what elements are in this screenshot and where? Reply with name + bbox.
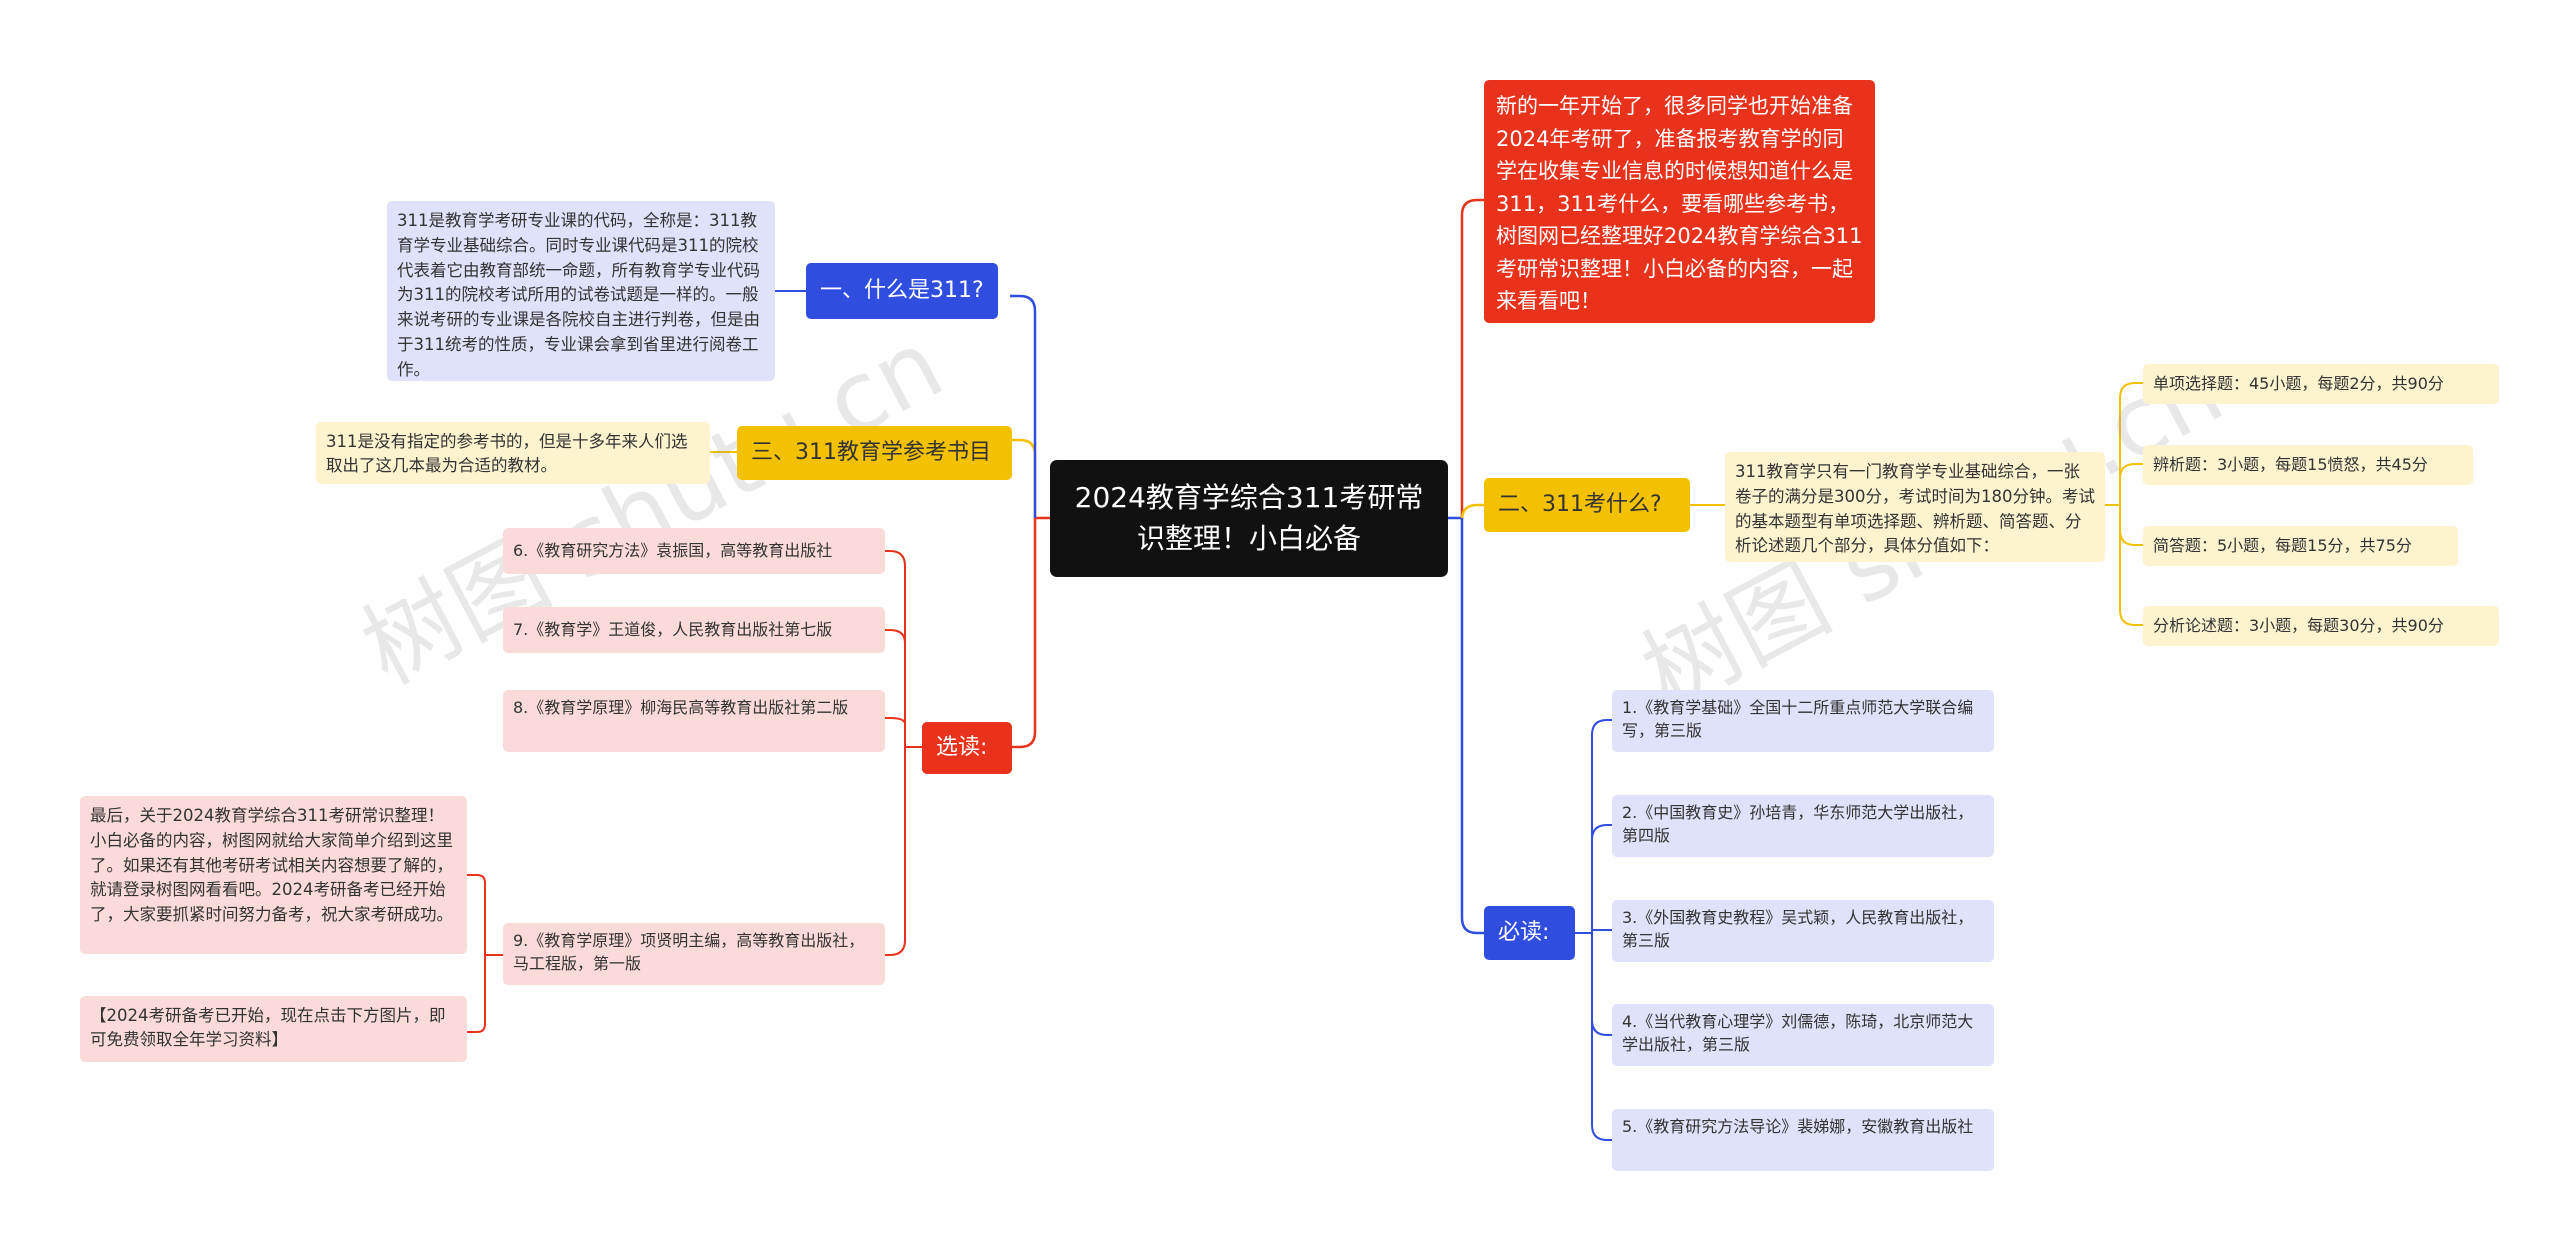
exam-content-detail[interactable]: 311教育学只有一门教育学专业基础综合，一张卷子的满分是300分，考试时间为18…	[1725, 452, 2105, 562]
required-item-3[interactable]: 3.《外国教育史教程》吴式颖，人民教育出版社，第三版	[1612, 900, 1994, 962]
required-item-2[interactable]: 2.《中国教育史》孙培青，华东师范大学出版社，第四版	[1612, 795, 1994, 857]
elective-item-6[interactable]: 6.《教育研究方法》袁振国，高等教育出版社	[503, 528, 885, 574]
branch-reference-books[interactable]: 三、311教育学参考书目	[737, 426, 1012, 480]
required-item-5[interactable]: 5.《教育研究方法导论》裴娣娜，安徽教育出版社	[1612, 1109, 1994, 1171]
elective-item-7[interactable]: 7.《教育学》王道俊，人民教育出版社第七版	[503, 607, 885, 653]
what-is-311-detail[interactable]: 311是教育学考研专业课的代码，全称是：311教育学专业基础综合。同时专业课代码…	[387, 201, 775, 381]
promo-note[interactable]: 【2024考研备考已开始，现在点击下方图片，即可免费领取全年学习资料】	[80, 996, 467, 1062]
branch-required-reading[interactable]: 必读:	[1484, 906, 1575, 960]
branch-exam-content[interactable]: 二、311考什么?	[1484, 478, 1690, 532]
exam-item-essay[interactable]: 分析论述题：3小题，每题30分，共90分	[2143, 606, 2499, 646]
elective-item-9[interactable]: 9.《教育学原理》项贤明主编，高等教育出版社，马工程版，第一版	[503, 923, 885, 985]
closing-note[interactable]: 最后，关于2024教育学综合311考研常识整理！小白必备的内容，树图网就给大家简…	[80, 796, 467, 954]
required-item-4[interactable]: 4.《当代教育心理学》刘儒德，陈琦，北京师范大学出版社，第三版	[1612, 1004, 1994, 1066]
branch-what-is-311[interactable]: 一、什么是311?	[806, 263, 998, 319]
branch-elective-reading[interactable]: 选读:	[922, 722, 1012, 774]
required-item-1[interactable]: 1.《教育学基础》全国十二所重点师范大学联合编写，第三版	[1612, 690, 1994, 752]
elective-item-8[interactable]: 8.《教育学原理》柳海民高等教育出版社第二版	[503, 690, 885, 752]
central-topic[interactable]: 2024教育学综合311考研常识整理！小白必备	[1050, 460, 1448, 577]
reference-books-detail[interactable]: 311是没有指定的参考书的，但是十多年来人们选取出了这几本最为合适的教材。	[316, 422, 710, 484]
exam-item-analysis[interactable]: 辨析题：3小题，每题15愤怒，共45分	[2143, 445, 2473, 485]
intro-node[interactable]: 新的一年开始了，很多同学也开始准备2024年考研了，准备报考教育学的同学在收集专…	[1484, 80, 1875, 323]
exam-item-single-choice[interactable]: 单项选择题：45小题，每题2分，共90分	[2143, 364, 2499, 404]
exam-item-short-answer[interactable]: 简答题：5小题，每题15分，共75分	[2143, 526, 2458, 566]
